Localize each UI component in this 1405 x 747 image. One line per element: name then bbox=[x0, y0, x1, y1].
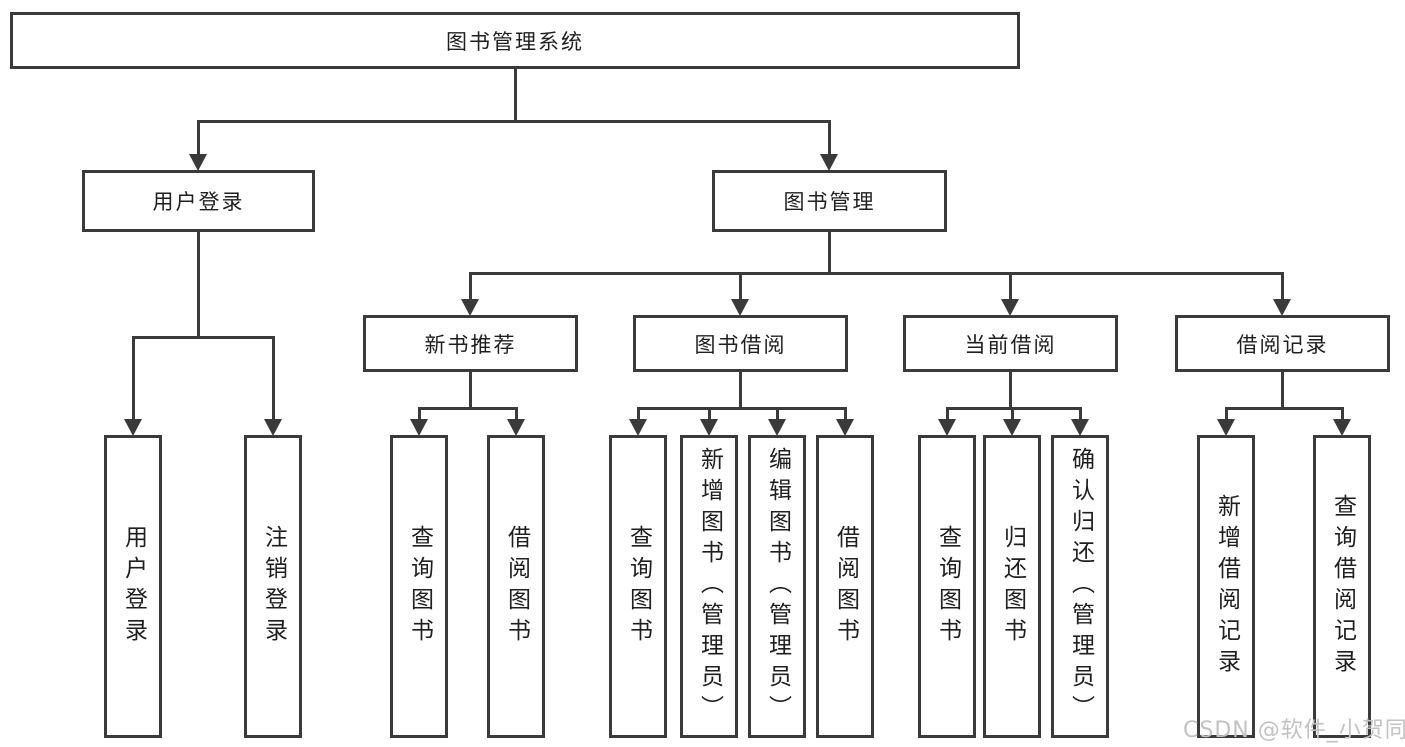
connector-line bbox=[1079, 407, 1082, 420]
node-label: 图书借阅 bbox=[694, 332, 787, 357]
connector-line bbox=[197, 120, 831, 123]
connector-arrow bbox=[938, 419, 956, 436]
connector-arrow bbox=[264, 419, 282, 436]
connector-line bbox=[776, 407, 779, 420]
leaf-label: 新增图书（管理员） bbox=[696, 447, 723, 726]
node-book-borrow: 图书借阅 bbox=[633, 315, 848, 372]
node-book-management: 图书管理 bbox=[712, 170, 947, 232]
connector-line bbox=[828, 232, 831, 275]
leaf-label: 借阅图书 bbox=[503, 524, 530, 649]
connector-line bbox=[515, 407, 518, 420]
connector-line bbox=[197, 120, 200, 155]
connector-line bbox=[637, 407, 847, 410]
connector-arrow bbox=[700, 419, 718, 436]
connector-line bbox=[469, 372, 472, 410]
connector-line bbox=[469, 272, 1284, 275]
node-new-book-recommend: 新书推荐 bbox=[363, 315, 578, 372]
connector-arrow bbox=[820, 154, 838, 171]
connector-line bbox=[844, 407, 847, 420]
connector-line bbox=[1011, 407, 1014, 420]
leaf-query-borrow-record: 查询借阅记录 bbox=[1313, 435, 1371, 738]
connector-line bbox=[739, 272, 742, 300]
connector-line bbox=[418, 407, 518, 410]
leaf-label: 新增借阅记录 bbox=[1213, 493, 1240, 680]
connector-arrow bbox=[1003, 419, 1021, 436]
connector-line bbox=[1009, 272, 1012, 300]
connector-arrow bbox=[1273, 299, 1291, 316]
connector-arrow bbox=[768, 419, 786, 436]
leaf-borrow-books-recommend: 借阅图书 bbox=[487, 435, 545, 738]
connector-arrow bbox=[1333, 419, 1351, 436]
connector-line bbox=[708, 407, 711, 420]
node-label: 图书管理 bbox=[783, 190, 876, 214]
leaf-label: 编辑图书（管理员） bbox=[764, 447, 791, 726]
connector-arrow bbox=[836, 419, 854, 436]
connector-line bbox=[946, 407, 949, 420]
connector-line bbox=[514, 69, 517, 123]
connector-arrow bbox=[189, 154, 207, 171]
leaf-query-books-recommend: 查询图书 bbox=[390, 435, 448, 738]
node-library-system: 图书管理系统 bbox=[10, 12, 1020, 69]
connector-arrow bbox=[507, 419, 525, 436]
connector-line bbox=[1009, 372, 1012, 410]
connector-line bbox=[637, 407, 640, 420]
leaf-query-books-borrow: 查询图书 bbox=[609, 435, 667, 738]
leaf-label: 借阅图书 bbox=[832, 524, 859, 649]
leaf-label: 确认归还（管理员） bbox=[1067, 447, 1094, 726]
node-current-borrow: 当前借阅 bbox=[903, 315, 1118, 372]
leaf-label: 查询图书 bbox=[406, 524, 433, 649]
connector-arrow bbox=[461, 299, 479, 316]
connector-arrow bbox=[124, 419, 142, 436]
node-label: 用户登录 bbox=[152, 190, 245, 214]
node-user-login: 用户登录 bbox=[82, 170, 315, 232]
connector-line bbox=[132, 336, 275, 339]
connector-arrow bbox=[1217, 419, 1235, 436]
connector-line bbox=[1281, 272, 1284, 300]
leaf-label: 归还图书 bbox=[999, 524, 1026, 649]
leaf-add-borrow-record: 新增借阅记录 bbox=[1197, 435, 1255, 738]
connector-line bbox=[1281, 372, 1284, 410]
leaf-confirm-return-admin: 确认归还（管理员） bbox=[1051, 435, 1109, 738]
connector-line bbox=[272, 336, 275, 420]
connector-line bbox=[1341, 407, 1344, 420]
leaf-user-login: 用户登录 bbox=[104, 435, 162, 738]
connector-arrow bbox=[731, 299, 749, 316]
connector-arrow bbox=[1001, 299, 1019, 316]
leaf-label: 查询图书 bbox=[934, 524, 961, 649]
csdn-watermark: CSDN @软件_小贺同学 bbox=[1183, 718, 1405, 743]
leaf-query-books-current: 查询图书 bbox=[918, 435, 976, 738]
connector-line bbox=[739, 372, 742, 410]
connector-line bbox=[1225, 407, 1344, 410]
connector-arrow bbox=[629, 419, 647, 436]
connector-line bbox=[828, 120, 831, 155]
leaf-edit-books-admin: 编辑图书（管理员） bbox=[748, 435, 806, 738]
connector-arrow bbox=[410, 419, 428, 436]
connector-line bbox=[197, 232, 200, 339]
connector-arrow bbox=[1071, 419, 1089, 436]
leaf-add-books-admin: 新增图书（管理员） bbox=[680, 435, 738, 738]
leaf-return-books: 归还图书 bbox=[983, 435, 1041, 738]
connector-line bbox=[946, 407, 1082, 410]
node-borrow-records: 借阅记录 bbox=[1175, 315, 1390, 372]
leaf-borrow-books: 借阅图书 bbox=[816, 435, 874, 738]
leaf-label: 注销登录 bbox=[260, 524, 287, 649]
leaf-label: 用户登录 bbox=[120, 524, 147, 649]
leaf-label: 查询借阅记录 bbox=[1329, 493, 1356, 680]
leaf-logout: 注销登录 bbox=[244, 435, 302, 738]
connector-line bbox=[469, 272, 472, 300]
node-label: 新书推荐 bbox=[424, 332, 517, 357]
connector-line bbox=[418, 407, 421, 420]
node-label: 借阅记录 bbox=[1236, 332, 1329, 357]
node-label: 图书管理系统 bbox=[446, 29, 584, 54]
node-label: 当前借阅 bbox=[964, 332, 1057, 357]
leaf-label: 查询图书 bbox=[625, 524, 652, 649]
connector-line bbox=[132, 336, 135, 420]
connector-line bbox=[1225, 407, 1228, 420]
